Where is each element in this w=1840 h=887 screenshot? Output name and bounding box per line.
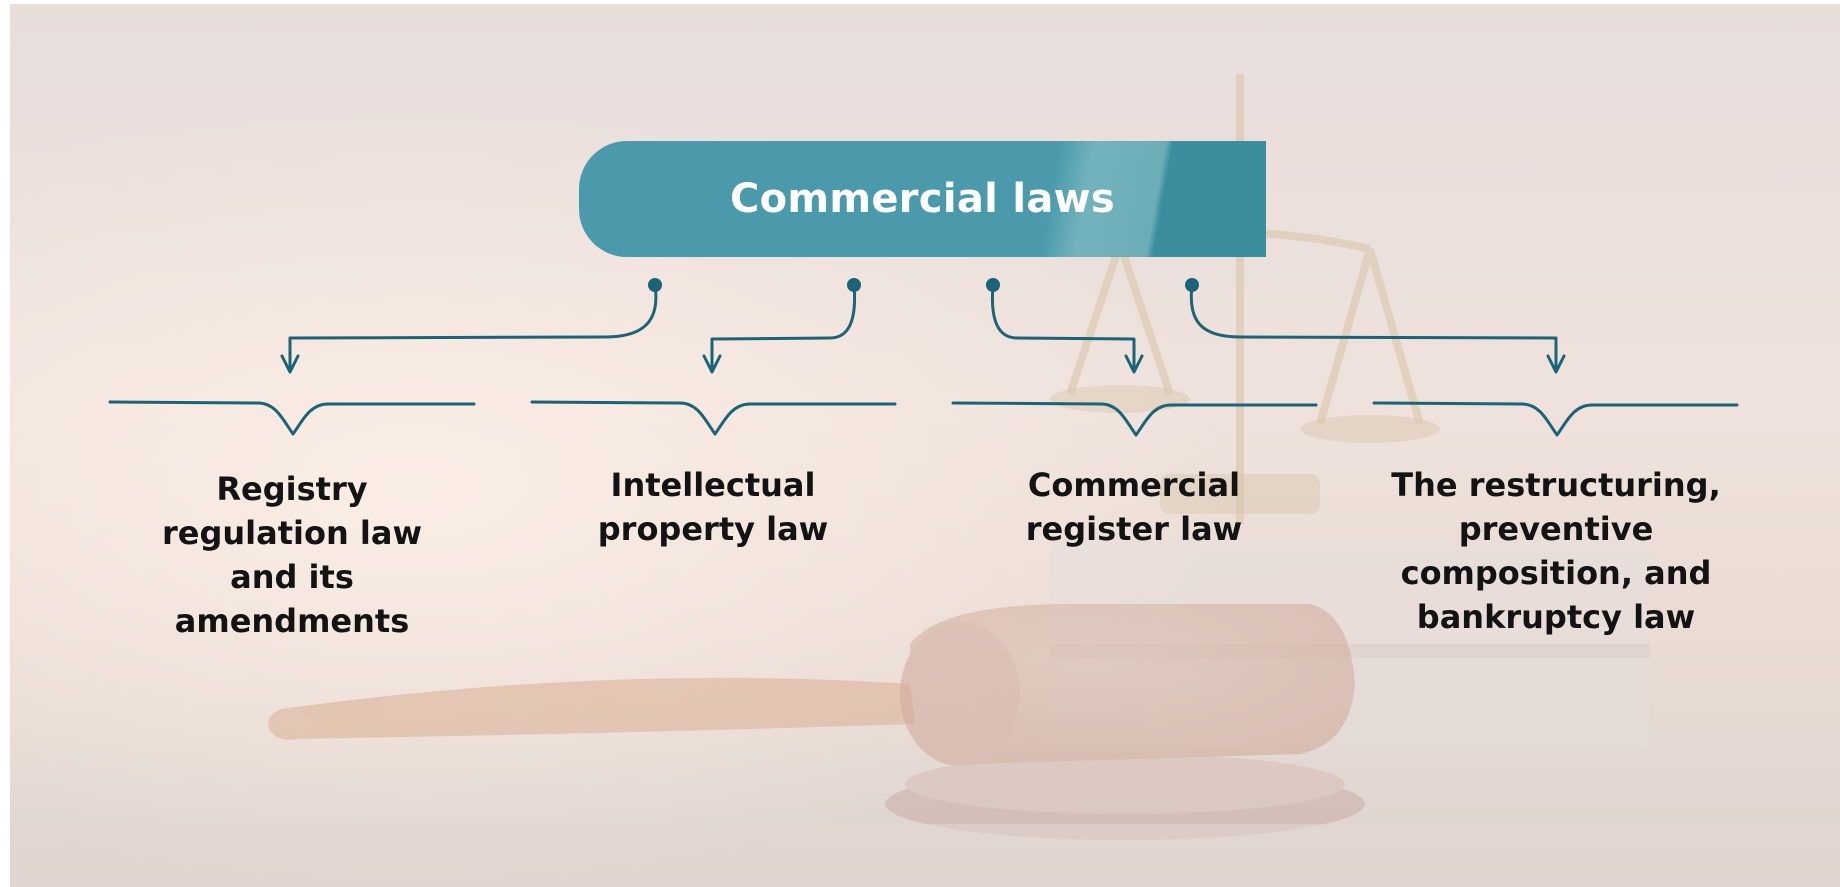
connector-3 <box>990 283 1136 370</box>
category-label-intellectual-property: Intellectual property law <box>597 466 829 548</box>
connector-1 <box>288 283 658 370</box>
arrowhead-1 <box>280 354 300 374</box>
brace-1 <box>108 400 476 436</box>
connector-dot-3 <box>986 278 1000 292</box>
arrowhead-4 <box>1546 354 1566 374</box>
category-label-registry-regulation: Registry regulation law and its amendmen… <box>161 470 423 640</box>
category-label-restructuring-bankruptcy: The restructuring, preventive compositio… <box>1391 466 1721 636</box>
brace-2 <box>530 400 897 436</box>
title-box: Commercial laws <box>579 141 1266 257</box>
category-label-commercial-register: Commercial register law <box>1025 466 1243 548</box>
arrowhead-3 <box>1124 354 1144 374</box>
connector-dot-4 <box>1185 278 1199 292</box>
arrowhead-2 <box>702 354 722 374</box>
connector-dot-1 <box>648 278 662 292</box>
diagram-title: Commercial laws <box>729 176 1116 222</box>
brace-3 <box>951 401 1318 437</box>
connector-dot-2 <box>847 278 861 292</box>
connector-4 <box>1189 283 1558 370</box>
connector-2 <box>710 283 857 370</box>
brace-4 <box>1372 401 1739 437</box>
